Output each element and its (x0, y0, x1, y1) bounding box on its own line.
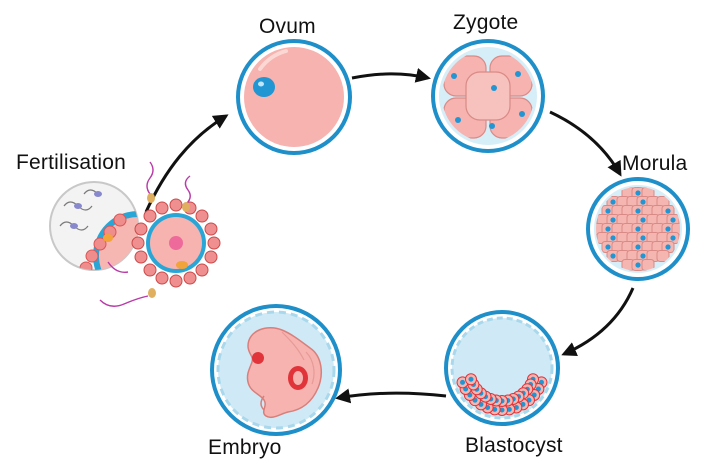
arrow-morula-to-blastocyst (561, 287, 635, 357)
label-morula: Morula (622, 152, 688, 175)
label-blastocyst: Blastocyst (465, 434, 563, 457)
fertilised-egg (131, 198, 221, 288)
label-zygote: Zygote (453, 11, 519, 34)
embryo-illustration (210, 304, 342, 436)
fertilisation-illustration (49, 161, 221, 307)
sperm-cells (99, 161, 191, 307)
fertilisation-zoom-bubble (49, 181, 139, 271)
morula-cell (631, 259, 645, 271)
ovum-illustration (236, 39, 352, 155)
morula-cell (656, 250, 670, 262)
arrow-blastocyst-to-embryo (335, 388, 447, 404)
morula-cell (606, 196, 620, 208)
sperm-head (182, 202, 190, 212)
label-embryo: Embryo (208, 436, 282, 459)
morula-cell (631, 241, 645, 253)
zygote-illustration (431, 39, 545, 153)
label-ovum: Ovum (259, 15, 316, 38)
arrow-fertilisation-to-ovum (144, 114, 229, 213)
morula-cell (661, 205, 675, 217)
arrow-zygote-to-morula (549, 110, 622, 177)
arrow-ovum-to-zygote (351, 67, 431, 83)
sperm-head (148, 288, 156, 298)
label-fertilisation: Fertilisation (16, 151, 126, 174)
morula-illustration (586, 177, 690, 281)
blastocyst-illustration (444, 310, 560, 426)
sperm-head (147, 193, 155, 203)
blastocyst-cell (464, 373, 477, 386)
stage-arrows (144, 67, 635, 404)
